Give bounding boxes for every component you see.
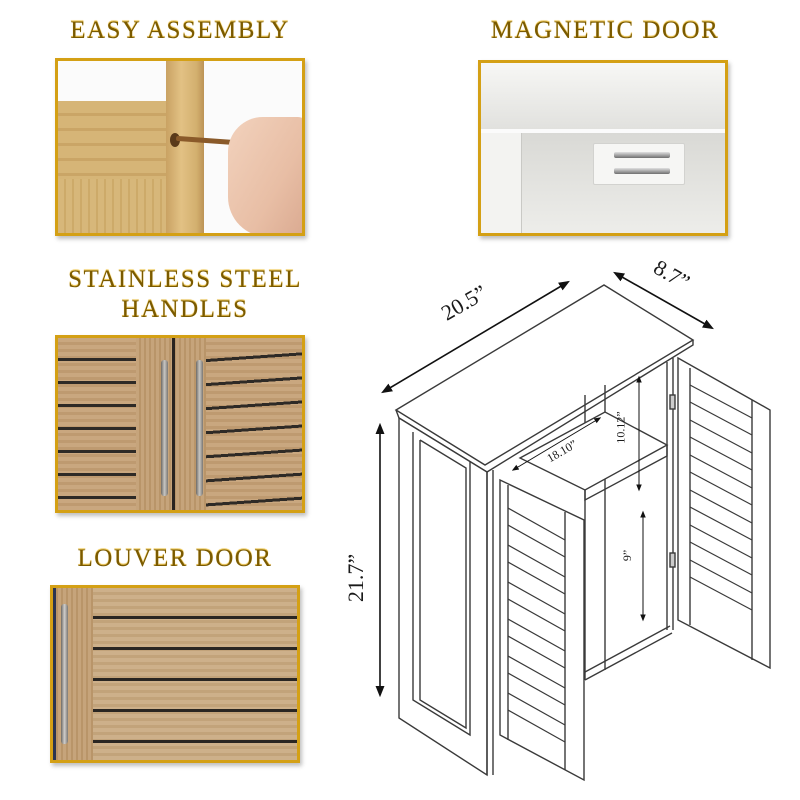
- magnet-bar: [614, 168, 670, 174]
- dimension-height-label: 21.7”: [343, 553, 369, 603]
- door-gap: [172, 338, 175, 510]
- cabinet-panel: [58, 179, 176, 233]
- magnet-bar: [614, 152, 670, 158]
- magnetic-catch-photo: [478, 60, 728, 236]
- louver-slats-left: [58, 338, 136, 510]
- door-stile: [53, 588, 93, 760]
- dimension-lower-clearance-label: 9”: [620, 549, 635, 562]
- assembly-photo: [55, 58, 305, 236]
- door-stiles: [136, 338, 206, 510]
- title-line-1: STAINLESS STEEL: [68, 265, 302, 292]
- feature-title-easy-assembly: EASY ASSEMBLY: [55, 15, 305, 45]
- handle-left-icon: [161, 360, 168, 496]
- handle-right-icon: [196, 360, 203, 496]
- cabinet-post: [166, 61, 204, 233]
- louver-slats-right: [206, 338, 302, 510]
- louver-slats: [93, 588, 297, 760]
- screw-hole: [170, 133, 180, 147]
- magnet-catch-icon: [593, 143, 685, 185]
- hand: [228, 117, 302, 233]
- steel-handles-photo: [55, 335, 305, 513]
- louver-door-photo: [50, 585, 300, 763]
- handle-icon: [61, 604, 68, 744]
- cabinet-wall: [481, 133, 522, 233]
- feature-title-louver-door: LOUVER DOOR: [55, 543, 295, 573]
- cabinet-top-interior: [481, 63, 725, 133]
- dimension-upper-clearance-label: 10.12”: [613, 411, 628, 444]
- title-line-2: HANDLES: [121, 295, 249, 322]
- door-edge: [53, 588, 56, 760]
- feature-title-stainless-steel-handles: STAINLESS STEEL HANDLES: [55, 264, 315, 324]
- feature-title-magnetic-door: MAGNETIC DOOR: [475, 15, 735, 45]
